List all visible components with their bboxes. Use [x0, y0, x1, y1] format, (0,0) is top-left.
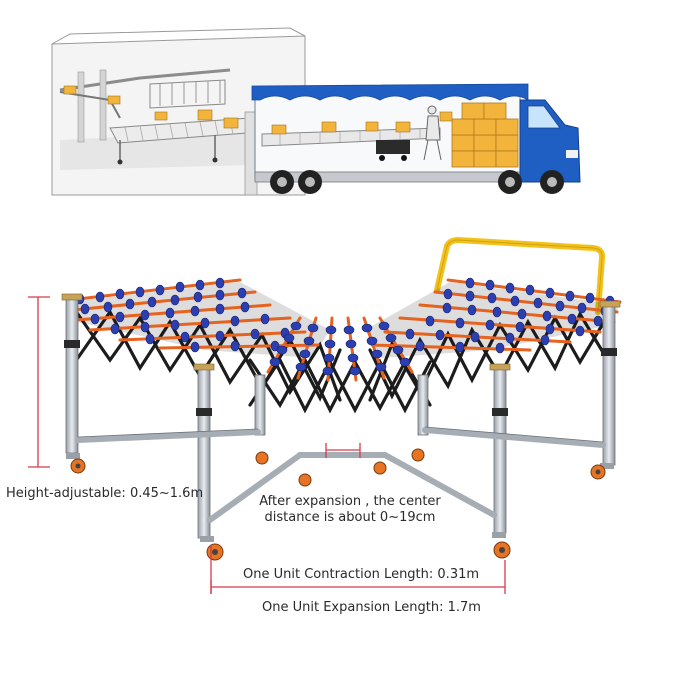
support-legs: [61, 293, 621, 539]
caster-wheels: [66, 448, 614, 561]
center-distance-label-line2: distance is about 0~19cm: [264, 510, 436, 525]
dimension-lines: [28, 296, 506, 594]
roller-bed: [68, 282, 620, 358]
rollers: [68, 277, 622, 382]
contraction-length-label: One Unit Contraction Length: 0.31m: [243, 567, 480, 582]
height-label: Height-adjustable: 0.45~1.6m: [6, 486, 204, 501]
truck-illustration: [251, 83, 581, 194]
conveyor-product: [61, 236, 622, 561]
center-distance-label-line1: After expansion , the center: [259, 494, 441, 509]
expansion-length-label: One Unit Expansion Length: 1.7m: [262, 600, 481, 615]
warehouse-scene: [51, 27, 306, 196]
